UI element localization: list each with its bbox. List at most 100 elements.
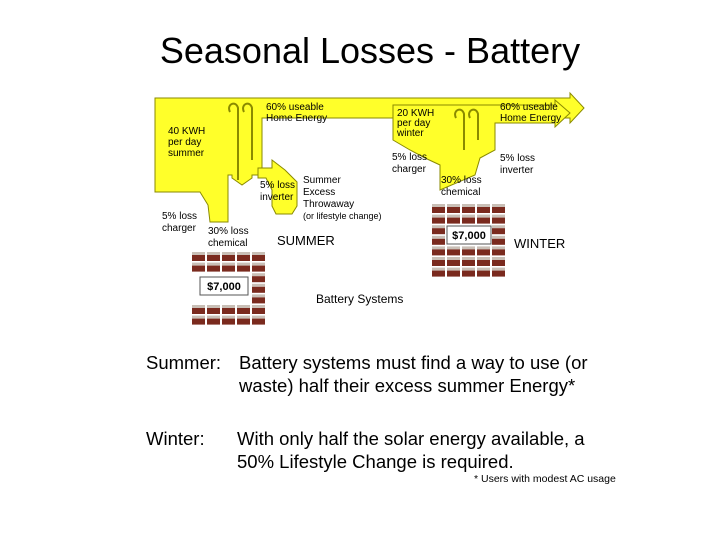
battery-cell [432, 267, 445, 277]
winter-input-line-1: 20 KWH [397, 108, 434, 119]
battery-cell [222, 262, 235, 272]
battery-cell [237, 315, 250, 325]
battery-cell [492, 225, 505, 235]
winter-useable-line-1: 60% useable [500, 102, 558, 113]
battery-cell [462, 267, 475, 277]
battery-cell [252, 283, 265, 293]
winter-cost-box [446, 225, 492, 245]
battery-cell [492, 214, 505, 224]
battery-cell [477, 257, 490, 266]
battery-cell [237, 305, 250, 314]
battery-cell [477, 204, 490, 213]
battery-cell [447, 246, 460, 256]
battery-cell [462, 214, 475, 224]
footnote: * Users with modest AC usage [474, 473, 616, 485]
battery-cell [447, 204, 460, 213]
battery-cell [252, 315, 265, 325]
battery-cell [252, 273, 265, 283]
battery-cell [252, 252, 265, 261]
winter-curl-loss-1 [454, 108, 465, 150]
battery-cell [222, 305, 235, 314]
summer-curl-loss-1 [228, 102, 239, 180]
summer-season-label: SUMMER [277, 233, 335, 248]
battery-cell [252, 305, 265, 314]
summer-chemical-line-2: chemical [208, 238, 247, 249]
battery-cell [432, 246, 445, 256]
battery-cell [192, 315, 205, 325]
summer-excess-line-2: Excess [303, 187, 335, 198]
summer-useable-line-2: Home Energy [266, 113, 327, 124]
battery-cell [432, 257, 445, 266]
summer-statement-label: Summer: [146, 352, 222, 373]
winter-charger-line-1: 5% loss [392, 152, 427, 163]
battery-cell [477, 214, 490, 224]
summer-excess-note: (or lifestyle change) [303, 211, 382, 221]
battery-cell [462, 246, 475, 256]
summer-statement-line-1: Battery systems must find a way to use (… [239, 352, 588, 373]
summer-charger-line-2: charger [162, 223, 197, 234]
summer-excess-arrow [257, 158, 298, 215]
battery-cell [462, 257, 475, 266]
summer-excess-line-3: Throwaway [303, 199, 354, 210]
battery-cell [222, 252, 235, 261]
summer-cost-box [199, 276, 249, 296]
summer-cost-label: $7,000 [207, 281, 241, 293]
summer-battery-bank [192, 252, 265, 325]
battery-cell [432, 225, 445, 235]
winter-curl-loss-2 [468, 108, 479, 140]
summer-inverter-line-1: 5% loss [260, 180, 295, 191]
diagram-caption: Battery Systems [316, 292, 403, 306]
battery-cell [252, 294, 265, 304]
battery-cell [432, 204, 445, 213]
winter-input-line-3: winter [396, 128, 424, 139]
battery-cell [492, 204, 505, 213]
winter-inverter-line-1: 5% loss [500, 153, 535, 164]
battery-cell [222, 315, 235, 325]
battery-cell [432, 235, 445, 245]
winter-charger-line-2: charger [392, 164, 427, 175]
winter-input-line-2: per day [397, 118, 430, 129]
battery-cell [492, 267, 505, 277]
summer-useable-line-1: 60% useable [266, 102, 324, 113]
winter-statement-line-2: 50% Lifestyle Change is required. [237, 451, 514, 472]
battery-cell [192, 305, 205, 314]
winter-chemical-line-2: chemical [441, 187, 480, 198]
battery-cell [477, 267, 490, 277]
winter-energy-arrow [392, 98, 571, 191]
winter-inverter-line-2: inverter [500, 165, 534, 176]
battery-cell [447, 214, 460, 224]
battery-cell [237, 262, 250, 272]
battery-cell [252, 262, 265, 272]
summer-statement-line-2: waste) half their excess summer Energy* [239, 375, 576, 396]
battery-cell [462, 204, 475, 213]
summer-excess-line-1: Summer [303, 175, 341, 186]
summer-input-line-2: per day [168, 137, 201, 148]
winter-cost-label: $7,000 [452, 230, 486, 242]
summer-inverter-line-2: inverter [260, 192, 294, 203]
battery-cell [447, 257, 460, 266]
summer-curl-loss-2 [242, 102, 253, 160]
winter-chemical-line-1: 30% loss [441, 175, 482, 186]
winter-battery-bank [432, 204, 505, 277]
winter-statement-line-1: With only half the solar energy availabl… [237, 428, 585, 449]
battery-cell [492, 235, 505, 245]
summer-input-line-1: 40 KWH [168, 126, 205, 137]
battery-cell [447, 267, 460, 277]
battery-cell [207, 315, 220, 325]
summer-charger-line-1: 5% loss [162, 211, 197, 222]
battery-cell [207, 305, 220, 314]
winter-statement-label: Winter: [146, 428, 205, 449]
battery-cell [492, 257, 505, 266]
summer-input-line-3: summer [168, 148, 205, 159]
battery-cell [207, 262, 220, 272]
battery-cell [432, 214, 445, 224]
summer-chemical-line-1: 30% loss [208, 226, 249, 237]
winter-season-label: WINTER [514, 236, 565, 251]
winter-useable-line-2: Home Energy [500, 113, 561, 124]
battery-cell [192, 262, 205, 272]
battery-cell [207, 252, 220, 261]
battery-cell [492, 246, 505, 256]
battery-cell [237, 252, 250, 261]
battery-cell [477, 246, 490, 256]
